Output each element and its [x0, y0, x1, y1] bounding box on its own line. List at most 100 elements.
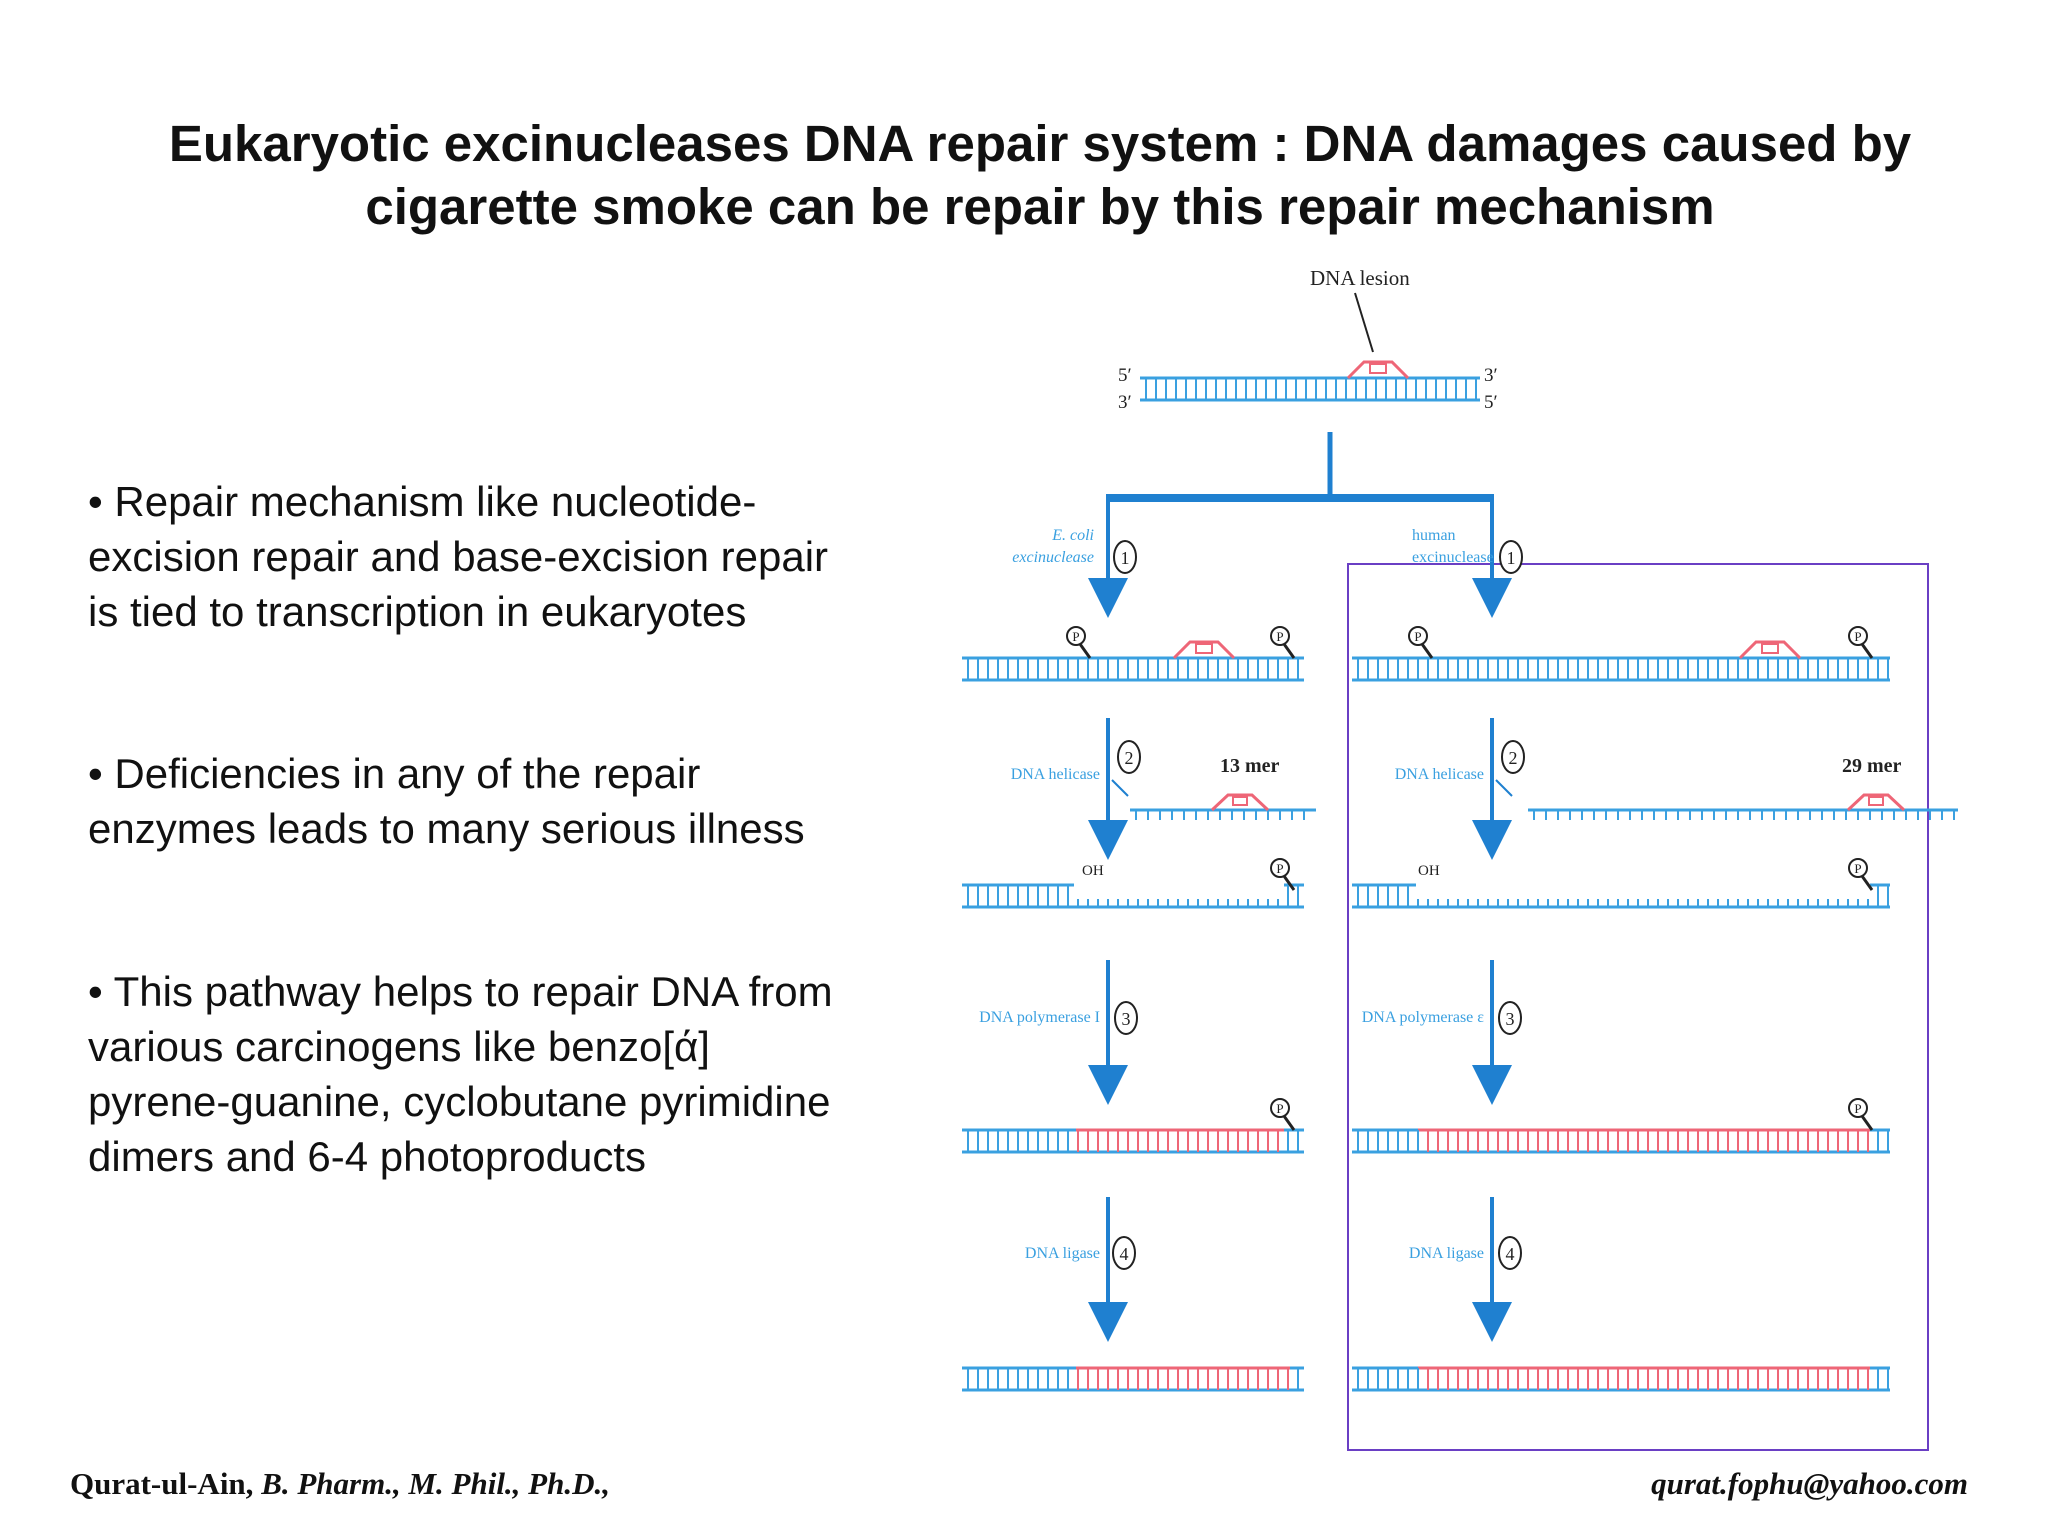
bullet-point: • This pathway helps to repair DNA from …: [88, 964, 918, 1184]
lesion-adduct: [1172, 640, 1236, 660]
fragment-13mer-label: 13 mer: [1220, 755, 1280, 777]
lesion-mark: [1195, 643, 1213, 654]
svg-text:2: 2: [1509, 748, 1518, 768]
step-3-left-badge: 3: [1114, 1001, 1138, 1035]
phosphate-tail: [1282, 1115, 1296, 1131]
bullet-line: excision repair and base-excision repair: [88, 533, 829, 580]
lesion-adduct: [1346, 360, 1410, 380]
resynthesized-dna-ecoli: [962, 1128, 1304, 1154]
oligo-lesion-mark: [1868, 796, 1884, 806]
resynthesized-dna-human: [1352, 1128, 1890, 1154]
lesion-adduct: [1738, 640, 1802, 660]
svg-text:3: 3: [1506, 1009, 1515, 1029]
bullet-line: pyrene-guanine, cyclobutane pyrimidine: [88, 1078, 831, 1125]
hydroxyl-label-right: OH: [1418, 863, 1440, 879]
label-5prime-bottom: 5′: [1484, 392, 1498, 413]
slide-title-line-1: Eukaryotic excinucleases DNA repair syst…: [168, 115, 1912, 172]
step-4-left-badge: 4: [1112, 1236, 1136, 1270]
dna-lesion-label: DNA lesion: [1310, 266, 1410, 290]
svg-text:4: 4: [1506, 1244, 1515, 1264]
helicase-arrow-right: [1495, 779, 1513, 797]
oligo-lesion: [1210, 793, 1270, 812]
fragment-29mer-label: 29 mer: [1842, 755, 1902, 777]
polymerase-label-left: DNA polymerase I: [979, 1009, 1100, 1026]
helicase-label-left: DNA helicase: [1011, 766, 1100, 783]
label-3prime-bottom: 3′: [1118, 392, 1132, 413]
phosphate-label: P: [1276, 629, 1283, 644]
phosphate-tail: [1420, 643, 1434, 659]
repaired-dna-ecoli: [962, 1366, 1304, 1392]
repaired-dna-human: [1352, 1366, 1890, 1392]
phosphate-circle: [1066, 626, 1086, 646]
helicase-arrow-left: [1111, 779, 1129, 797]
label-3prime-top: 3′: [1484, 365, 1498, 386]
bullet-line: • This pathway helps to repair DNA from: [88, 968, 833, 1015]
author-email: qurat.fophu@yahoo.com: [1651, 1466, 1968, 1501]
excised-oligo-ecoli: [1130, 793, 1316, 820]
oligo-lesion: [1846, 793, 1906, 812]
slide-title: Eukaryotic excinucleases DNA repair syst…: [100, 112, 1980, 238]
phosphate-tail: [1282, 875, 1296, 891]
phosphate-circle: [1848, 858, 1868, 878]
phosphate-marker: P: [1848, 1098, 1874, 1131]
phosphate-marker: P: [1848, 626, 1874, 659]
author-qualifications: B. Pharm., M. Phil., Ph.D.,: [253, 1466, 610, 1501]
bullet-line: • Repair mechanism like nucleotide-: [88, 478, 757, 525]
phosphate-tail: [1860, 1115, 1874, 1131]
step-3-right-badge: 3: [1498, 1001, 1522, 1035]
phosphate-tail: [1078, 643, 1092, 659]
phosphate-circle: [1270, 1098, 1290, 1118]
svg-text:3: 3: [1122, 1009, 1131, 1029]
phosphate-circle: [1270, 858, 1290, 878]
incised-dna-ecoli: [962, 640, 1304, 682]
svg-text:4: 4: [1120, 1244, 1129, 1264]
step-1-right-badge: 1: [1499, 540, 1523, 574]
phosphate-marker: P: [1270, 626, 1296, 659]
phosphate-marker: P: [1066, 626, 1092, 659]
bullet-line: • Deficiencies in any of the repair: [88, 750, 701, 797]
lesion-mark: [1369, 363, 1387, 374]
oligo-lesion-mark: [1232, 796, 1248, 806]
phosphate-marker: P: [1270, 858, 1296, 891]
step-1-left-badge: 1: [1113, 540, 1137, 574]
phosphate-circle: [1408, 626, 1428, 646]
hydroxyl-label-left: OH: [1082, 863, 1104, 879]
author-name: Qurat-ul-Ain,: [70, 1466, 254, 1501]
step-4-right-badge: 4: [1498, 1236, 1522, 1270]
gapped-dna-ecoli: [962, 883, 1304, 909]
excised-oligo-human: [1528, 793, 1958, 820]
svg-text:2: 2: [1125, 748, 1134, 768]
label-5prime-top: 5′: [1118, 365, 1132, 386]
phosphate-tail: [1860, 643, 1874, 659]
gapped-dna-human: [1352, 883, 1890, 909]
phosphate-label: P: [1854, 1101, 1861, 1116]
human-pathway-highlight-box: [1347, 563, 1929, 1451]
lesion-mark: [1761, 643, 1779, 654]
svg-text:1: 1: [1121, 548, 1130, 568]
bullet-line: is tied to transcription in eukaryotes: [88, 588, 747, 635]
bullet-point: • Repair mechanism like nucleotide- exci…: [88, 474, 918, 639]
ligase-label-right: DNA ligase: [1409, 1245, 1484, 1262]
bullet-point: • Deficiencies in any of the repair enzy…: [88, 746, 918, 856]
phosphate-circle: [1848, 626, 1868, 646]
lesion-pointer-line: [1354, 292, 1374, 353]
ligase-label-left: DNA ligase: [1025, 1245, 1100, 1262]
ecoli-excinuclease-label: excinuclease: [1012, 549, 1094, 566]
phosphate-marker: P: [1270, 1098, 1296, 1131]
phosphate-label: P: [1276, 1101, 1283, 1116]
bullet-line: dimers and 6-4 photoproducts: [88, 1133, 646, 1180]
phosphate-marker: P: [1408, 626, 1434, 659]
ecoli-label: E. coli: [1051, 527, 1094, 544]
phosphate-tail: [1282, 643, 1296, 659]
incised-dna-human: [1352, 640, 1890, 682]
phosphate-circle: [1270, 626, 1290, 646]
phosphate-label: P: [1854, 629, 1861, 644]
phosphate-label: P: [1276, 861, 1283, 876]
slide-title-line-2: cigarette smoke can be repair by this re…: [365, 178, 1715, 235]
bullet-line: enzymes leads to many serious illness: [88, 805, 805, 852]
damaged-dna-duplex: [1140, 360, 1480, 402]
bullet-line: various carcinogens like benzo[ά]: [88, 1023, 710, 1070]
human-excinuclease-label: excinuclease: [1412, 549, 1494, 566]
